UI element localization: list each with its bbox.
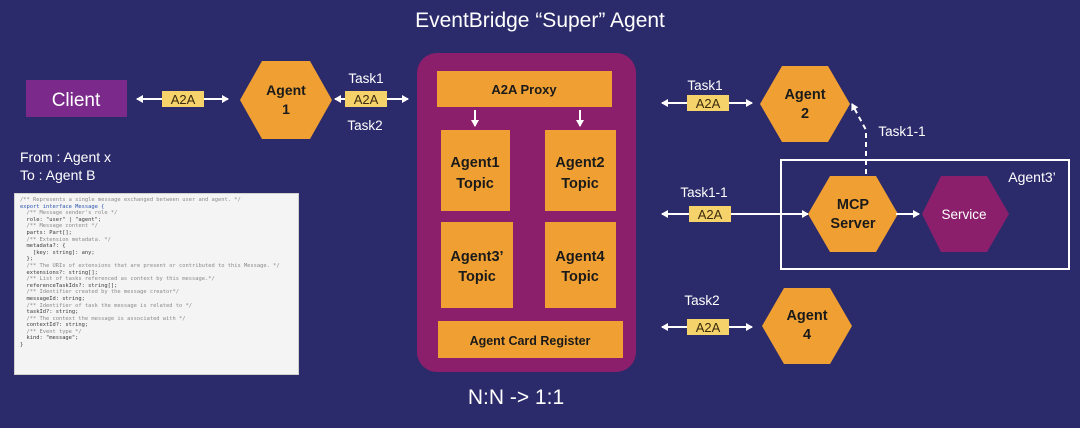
agent4-node bbox=[762, 288, 852, 364]
client-node bbox=[26, 80, 127, 117]
agent4-label-line1: Agent bbox=[786, 308, 827, 324]
mcp-server-node bbox=[808, 176, 898, 252]
footer-ratio: N:N -> 1:1 bbox=[468, 386, 564, 409]
agent2-node bbox=[760, 66, 850, 142]
proxy-header-box bbox=[437, 71, 612, 107]
agent3-group-label: Agent3’ bbox=[1008, 169, 1055, 185]
code-line: messageId: string; bbox=[20, 295, 85, 302]
client-label: Client bbox=[52, 90, 101, 111]
task-label-proxy-agent2: Task1 bbox=[687, 78, 722, 93]
to-label: To : Agent B bbox=[20, 167, 96, 183]
mcp-label-line1: MCP bbox=[837, 197, 870, 213]
code-line: extensions?: string[]; bbox=[20, 269, 98, 276]
topic-agent2-line1: Agent2 bbox=[555, 155, 604, 171]
code-line: /** Event type */ bbox=[20, 328, 82, 335]
code-line: taskId?: string; bbox=[20, 309, 79, 316]
agent1-node bbox=[240, 61, 332, 139]
diagram-title: EventBridge “Super” Agent bbox=[415, 9, 665, 32]
code-line: contextId?: string; bbox=[20, 322, 89, 329]
topic-agent3-line2: Topic bbox=[458, 269, 496, 285]
protocol-badge-proxy-agent2 bbox=[687, 95, 729, 111]
code-line: metadata?: { bbox=[20, 243, 66, 250]
edge-mcp-agent2 bbox=[851, 103, 867, 183]
service-node bbox=[922, 176, 1009, 252]
task-label-proxy-mcp: Task1-1 bbox=[680, 185, 727, 200]
code-line: referenceTaskIds?: string[]; bbox=[20, 282, 118, 289]
code-line: kind: "message"; bbox=[20, 335, 79, 342]
topic-agent2 bbox=[545, 130, 616, 211]
agent4-label-line2: 4 bbox=[803, 327, 811, 343]
topic-agent1-line1: Agent1 bbox=[450, 155, 499, 171]
code-line: /** Message sender's role */ bbox=[20, 210, 118, 217]
code-line: }; bbox=[20, 256, 33, 263]
code-line: } bbox=[20, 342, 24, 349]
agent1-label-line2: 1 bbox=[282, 101, 290, 117]
code-line: /** Message content */ bbox=[20, 223, 98, 230]
code-line: /** Identifier of task the message is re… bbox=[20, 302, 193, 309]
agent1-label-line1: Agent bbox=[266, 82, 306, 98]
code-line: /** Extension metadata. */ bbox=[20, 236, 111, 243]
agent-card-register-label: Agent Card Register bbox=[470, 334, 591, 348]
message-interface-code-panel: /** Represents a single message exchange… bbox=[14, 193, 299, 375]
code-line: export interface Message { bbox=[20, 203, 105, 210]
code-line: /** List of tasks referenced as context … bbox=[20, 276, 215, 283]
from-label: From : Agent x bbox=[20, 149, 111, 165]
proxy-header-label: A2A Proxy bbox=[491, 82, 557, 97]
task-label-proxy-agent4: Task2 bbox=[684, 293, 719, 308]
protocol-badge-agent1-proxy bbox=[345, 91, 387, 107]
topic-agent3-line1: Agent3’ bbox=[450, 249, 503, 265]
agent-card-register-box bbox=[438, 321, 623, 358]
task-label-agent1-bottom: Task2 bbox=[347, 118, 382, 133]
protocol-label-client-agent1: A2A bbox=[171, 92, 196, 107]
topic-agent4 bbox=[545, 222, 616, 308]
topic-agent4-line1: Agent4 bbox=[555, 249, 604, 265]
code-line: /** Represents a single message exchange… bbox=[20, 197, 241, 203]
code-line: parts: Part[]; bbox=[20, 229, 72, 236]
protocol-label-proxy-agent2: A2A bbox=[696, 96, 721, 111]
agent2-label-line1: Agent bbox=[784, 87, 825, 103]
protocol-badge-client-agent1 bbox=[162, 91, 204, 107]
service-label: Service bbox=[941, 207, 986, 222]
protocol-badge-proxy-mcp bbox=[689, 206, 731, 222]
protocol-label-agent1-proxy: A2A bbox=[354, 92, 379, 107]
topic-agent4-line2: Topic bbox=[561, 269, 599, 285]
code-line: /** The URIs of extensions that are pres… bbox=[20, 262, 280, 269]
protocol-label-proxy-agent4: A2A bbox=[696, 320, 721, 335]
code-line: [key: string]: any; bbox=[20, 249, 95, 256]
topic-agent1 bbox=[441, 130, 510, 211]
topic-agent2-line2: Topic bbox=[561, 176, 599, 192]
code-line: /** Identifier created by the message cr… bbox=[20, 289, 180, 296]
task-label-mcp-agent2: Task1-1 bbox=[878, 124, 925, 139]
code-line: /** The context the message is associate… bbox=[20, 315, 186, 322]
protocol-badge-proxy-agent4 bbox=[687, 319, 729, 335]
topic-agent1-line2: Topic bbox=[456, 176, 494, 192]
mcp-label-line2: Server bbox=[830, 216, 876, 232]
code-line: role: "user" | "agent"; bbox=[20, 216, 102, 223]
task-label-agent1-top: Task1 bbox=[348, 71, 383, 86]
topic-agent3 bbox=[441, 222, 513, 308]
agent2-label-line2: 2 bbox=[801, 106, 809, 122]
protocol-label-proxy-mcp: A2A bbox=[698, 207, 723, 222]
